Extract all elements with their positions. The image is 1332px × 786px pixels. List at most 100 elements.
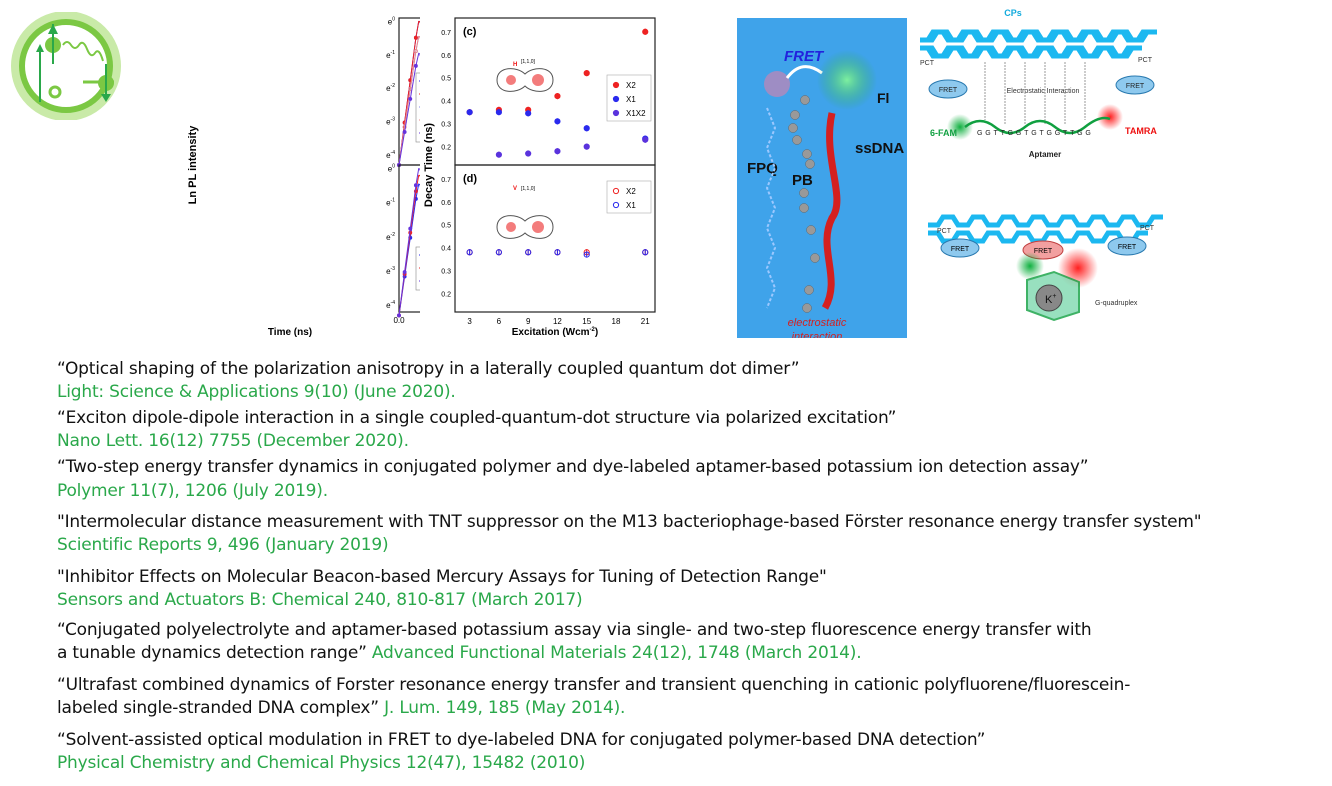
y-tick-label: e0 [388, 163, 395, 173]
x-tick-label: 12 [553, 317, 562, 326]
data-point [402, 130, 407, 134]
energy-transfer-logo-icon [8, 11, 126, 121]
data-point-X1X2 [554, 148, 561, 155]
publication-journal[interactable]: Light: Science & Applications 9(10) (Jun… [57, 382, 456, 402]
publication-journal[interactable]: J. Lum. 149, 185 (May 2014). [384, 698, 626, 718]
publication-title-cont: labeled single-stranded DNA complex” J. … [57, 697, 625, 720]
pct-label-2: PCT [937, 228, 952, 235]
x-tick-label: 6 [497, 317, 502, 326]
quantum-dot-icon [532, 74, 544, 86]
data-point-X1 [466, 109, 473, 116]
direction-label: [1,1,0] [521, 186, 536, 192]
data-point-X2 [554, 92, 561, 100]
publication-title-line2: a tunable dynamics detection range” [57, 643, 367, 663]
pb-label: PB [792, 172, 813, 189]
quantum-dot-icon [506, 222, 516, 232]
legend-marker [612, 201, 620, 209]
y-tick-label: e-3 [386, 266, 395, 276]
interaction-label-1: electrostatic [788, 317, 847, 329]
publication-title: “Ultrafast combined dynamics of Forster … [57, 675, 1131, 695]
fret-badge-3: FRET [1118, 244, 1137, 251]
y-tick-label: 0.2 [441, 145, 451, 152]
panel-label: (d) [463, 173, 477, 185]
data-point [408, 226, 413, 231]
plot-frame [398, 164, 420, 313]
publication-title: “Two-step energy transfer dynamics in co… [57, 457, 1089, 477]
y-tick-label: e-1 [386, 50, 395, 60]
legend-box [415, 246, 420, 291]
data-point-X1 [495, 109, 503, 116]
data-point [408, 96, 413, 101]
fret-ssdna-illustration: FRET Fl ssDNA FPQ PB electrostatic inter… [737, 18, 907, 343]
legend-marker [612, 81, 620, 89]
y-tick-label: 0.7 [441, 177, 451, 184]
x-tick-label: 0.0 [393, 316, 405, 325]
data-point-X1 [583, 251, 590, 258]
legend-box [415, 72, 420, 143]
aptamer-label: Aptamer [1029, 150, 1061, 159]
data-point [402, 270, 407, 274]
publication-journal[interactable]: Nano Lett. 16(12) 7755 (December 2020). [57, 431, 409, 451]
data-point-X1X2 [583, 143, 590, 150]
publication-title-line2: labeled single-stranded DNA complex” [57, 698, 379, 718]
data-point-X1X2 [642, 136, 649, 143]
data-point [413, 49, 418, 54]
y-tick-label: e-2 [386, 232, 395, 242]
data-point [413, 63, 418, 68]
data-point [397, 313, 401, 318]
decay-time-chart: 0.20.30.40.50.60.7(c)H[1,1,0]X2X1X1X20.2… [423, 17, 656, 338]
legend-marker [612, 95, 620, 103]
publication-journal[interactable]: Sensors and Actuators B: Chemical 240, 8… [57, 590, 583, 610]
pct-label-2: PCT [1140, 225, 1155, 232]
legend-label: X2 [626, 81, 636, 90]
data-point [413, 183, 418, 188]
pct-label: PCT [1138, 57, 1153, 64]
data-point-X1 [554, 118, 561, 125]
publication-title: "Inhibitor Effects on Molecular Beacon-b… [57, 567, 827, 587]
fret-badge-red: FRET [1034, 248, 1053, 255]
x-axis-label: Excitation (Wcm-2) [512, 327, 598, 338]
publication-title: “Conjugated polyelectrolyte and aptamer-… [57, 620, 1092, 640]
publication-journal[interactable]: Polymer 11(7), 1206 (July 2019). [57, 481, 328, 501]
data-point-X2 [642, 28, 649, 35]
y-tick-label: 0.7 [441, 30, 451, 37]
fret-badge: FRET [1126, 83, 1145, 90]
y-tick-label: e-2 [386, 83, 395, 93]
interaction-label-2: interaction [792, 331, 843, 338]
y-axis-label: Ln PL intensity [187, 125, 199, 205]
data-point-X1X2 [495, 151, 503, 158]
y-tick-label: e0 [388, 16, 395, 26]
y-tick-label: 0.6 [441, 200, 451, 207]
y-tick-label: 0.6 [441, 53, 451, 60]
legend-marker [612, 109, 620, 117]
fret-badge: FRET [939, 87, 958, 94]
fpq-label: FPQ [747, 160, 778, 177]
data-point-X1 [495, 249, 503, 256]
y-tick-label: e-3 [386, 117, 395, 127]
x-axis-label: Time (ns) [268, 327, 312, 338]
data-point-X1X2 [525, 150, 532, 157]
data-point-X1 [554, 249, 561, 256]
y-tick-label: e-4 [386, 300, 395, 310]
publication-journal[interactable]: Scientific Reports 9, 496 (January 2019) [57, 535, 389, 555]
legend-label: X2 [626, 187, 636, 196]
fam-label: 6-FAM [930, 128, 957, 138]
publication-journal[interactable]: Advanced Functional Materials 24(12), 17… [371, 643, 862, 663]
y-tick-label: 0.5 [441, 223, 451, 230]
y-tick-label: 0.2 [441, 292, 451, 299]
x-tick-label: 3 [467, 317, 472, 326]
data-point-X1 [466, 249, 473, 256]
direction-label: [1,1,0] [521, 59, 536, 65]
fret-badge-2: FRET [951, 246, 970, 253]
publication-title: “Exciton dipole-dipole interaction in a … [57, 408, 897, 428]
data-point-X1 [525, 110, 532, 117]
ssdna-label: ssDNA [855, 140, 904, 157]
data-point-X1 [642, 249, 649, 256]
k-ion-label: K+ [1045, 293, 1056, 306]
publication-title-cont: a tunable dynamics detection range” Adva… [57, 642, 862, 665]
fret-label: FRET [784, 48, 825, 65]
aptamer-fret-diagram: CPs PCT PCT FRET FRET Electrostatic Inte… [920, 0, 1332, 340]
legend-box [606, 180, 652, 214]
publication-journal[interactable]: Physical Chemistry and Chemical Physics … [57, 753, 586, 773]
legend-label: X1 [626, 95, 636, 104]
